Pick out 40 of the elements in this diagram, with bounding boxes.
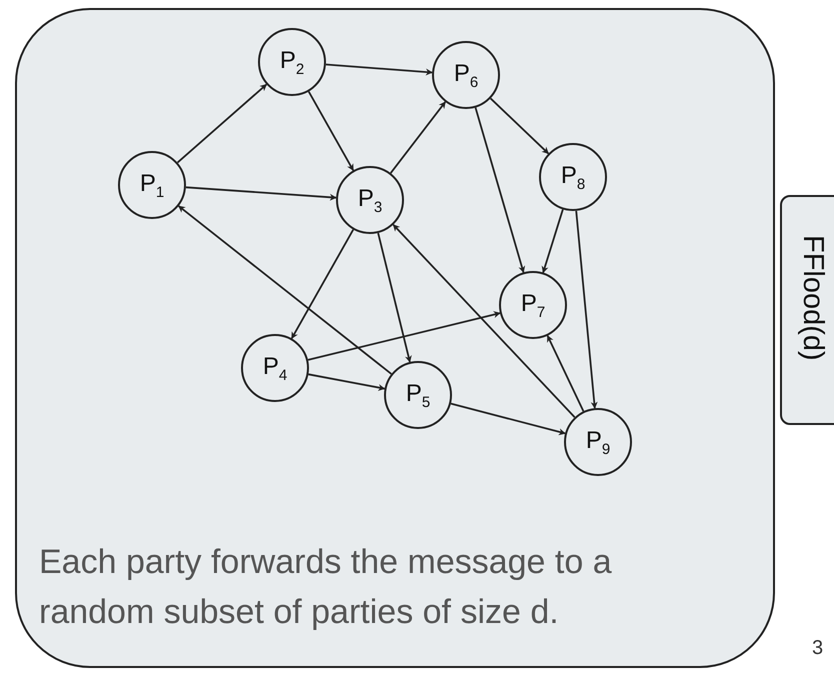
arrow bbox=[308, 91, 354, 171]
arrow bbox=[308, 373, 386, 391]
party-label: P$_{1}$ bbox=[140, 170, 164, 200]
arrow bbox=[490, 98, 550, 154]
party-circle bbox=[336, 166, 404, 234]
party-label: P$_{8}$ bbox=[560, 162, 586, 192]
arrow bbox=[186, 186, 337, 201]
tab-label: FFlood(d) bbox=[796, 235, 829, 361]
party-circle bbox=[499, 271, 567, 339]
arrow bbox=[176, 84, 268, 164]
rounded-panel bbox=[15, 8, 775, 668]
description-text: Each party forwards the message to a random subset of parties of size d. bbox=[39, 542, 613, 633]
party-label: P$_{2}$ bbox=[280, 46, 304, 78]
party-circle bbox=[258, 28, 326, 96]
party-label: P$_{4}$ bbox=[262, 352, 288, 384]
arrow bbox=[326, 64, 433, 76]
party-label: P$_{5}$ bbox=[406, 380, 430, 410]
party-circle bbox=[432, 41, 500, 109]
arrow bbox=[450, 402, 566, 436]
arrow bbox=[474, 107, 526, 274]
arrow bbox=[392, 224, 576, 418]
party-label: P$_{7}$ bbox=[520, 290, 546, 320]
party-label: P$_{9}$ bbox=[586, 426, 610, 458]
arrow bbox=[178, 205, 392, 375]
arrow bbox=[290, 229, 354, 340]
arrow bbox=[542, 209, 564, 274]
arrow bbox=[377, 232, 412, 363]
party-circle bbox=[564, 408, 632, 476]
arrow bbox=[575, 210, 598, 409]
party-label: P$_{6}$ bbox=[454, 60, 478, 90]
arrow bbox=[390, 101, 446, 174]
party-circle bbox=[241, 334, 309, 402]
party-circle bbox=[384, 361, 452, 429]
page-number: 3 bbox=[812, 637, 824, 660]
arrow bbox=[308, 311, 501, 361]
party-label: P$_{3}$ bbox=[358, 184, 382, 216]
side-tab bbox=[780, 195, 834, 425]
party-circle bbox=[539, 143, 607, 211]
arrow bbox=[546, 335, 584, 412]
party-circle bbox=[118, 151, 186, 219]
